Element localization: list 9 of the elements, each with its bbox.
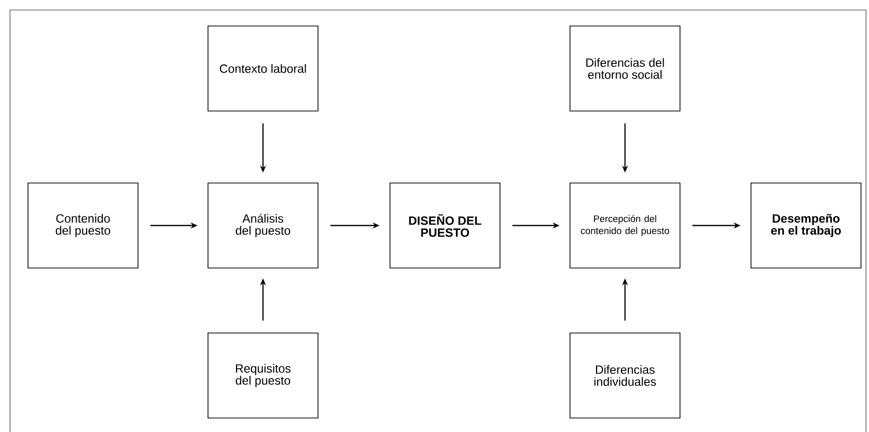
process-box: Diferencias individuales (570, 332, 680, 418)
process-box: Percepción del contenido del puesto (570, 182, 680, 268)
process-box: Desempeño en el trabajo (750, 182, 862, 268)
process-box: Diferencias del entorno social (570, 26, 680, 112)
process-box: Contexto laboral (208, 26, 318, 112)
process-box: Requisitos del puesto (208, 332, 318, 418)
process-box: Contenido del puesto (28, 182, 138, 268)
process-box: DISEÑO DEL PUESTO (390, 182, 500, 268)
process-box: Análisis del puesto (208, 182, 318, 268)
